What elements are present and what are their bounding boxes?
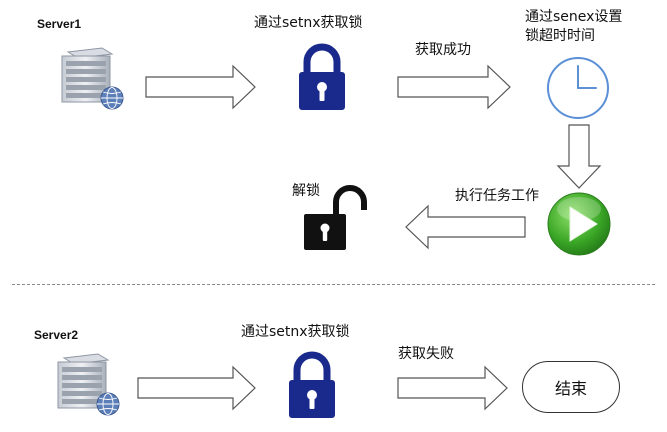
end-terminal: 结束: [522, 361, 620, 413]
locked-padlock-icon: [289, 351, 335, 418]
server2-server-icon: [57, 353, 120, 416]
execute-task-label: 执行任务工作: [455, 188, 539, 204]
locked-padlock-icon: [299, 43, 345, 110]
arrow-right-icon: [397, 64, 511, 110]
acquire-lock-label-2: 通过setnx获取锁: [241, 324, 350, 340]
arrow-right-icon: [145, 64, 256, 110]
arrow-down-icon: [556, 124, 602, 189]
acquire-fail-label: 获取失败: [398, 346, 454, 362]
unlock-label: 解锁: [292, 183, 320, 199]
end-label: 结束: [554, 379, 587, 398]
server1-label: Server1: [37, 17, 82, 31]
arrow-right-icon: [137, 365, 256, 411]
server2-label: Server2: [34, 328, 79, 342]
arrow-left-icon: [405, 204, 526, 250]
acquire-success-label: 获取成功: [415, 42, 471, 58]
unlocked-padlock-icon: [304, 185, 367, 250]
clock-icon: [547, 57, 609, 119]
acquire-lock-label: 通过setnx获取锁: [254, 15, 363, 31]
arrow-right-icon: [397, 365, 508, 411]
server1-server-icon: [61, 47, 124, 110]
play-icon: [547, 192, 611, 256]
section-divider: [12, 284, 655, 285]
set-expire-label-line1: 通过senex设置: [525, 9, 623, 25]
set-expire-label-line2: 锁超时时间: [525, 28, 595, 44]
